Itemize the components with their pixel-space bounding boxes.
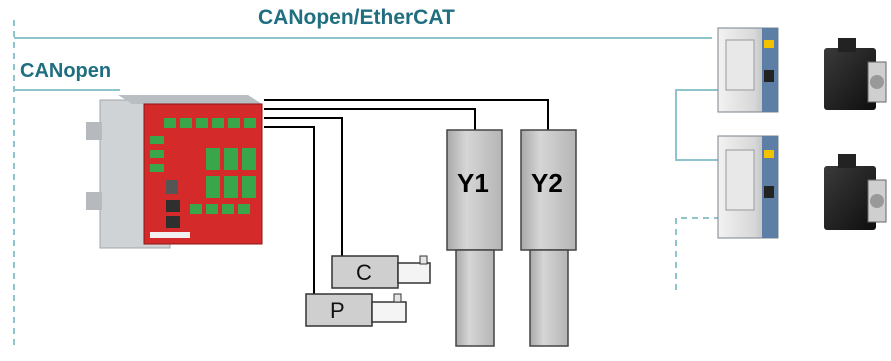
bus-title: CANopen/EtherCAT — [258, 6, 455, 29]
cylinder-y1-rod — [455, 249, 495, 347]
actuator-c-motor — [397, 262, 431, 284]
actuator-p-knob — [393, 293, 402, 303]
cylinder-y2-body — [520, 129, 577, 251]
actuator-p-label: P — [330, 298, 345, 323]
actuator-p-body — [305, 293, 373, 327]
wire-to-y1 — [264, 108, 476, 130]
servo-motor-1 — [824, 38, 887, 110]
servo-motor-2 — [824, 154, 887, 230]
cylinder-y2 — [520, 129, 577, 347]
drive-link-line — [675, 89, 725, 161]
controller-label-strip — [150, 232, 190, 238]
actuator-p-motor — [371, 301, 407, 323]
servo-drive-1 — [717, 27, 779, 113]
controller-port-1 — [166, 180, 178, 194]
drive-extension-line — [675, 217, 720, 295]
controller-mount-left-top — [86, 122, 102, 140]
canopen-title: CANopen — [20, 60, 112, 82]
cylinder-y2-label: Y2 — [531, 168, 563, 198]
controller-port-3 — [166, 216, 180, 228]
cylinder-y1-label: Y1 — [457, 168, 489, 198]
wire-to-p — [264, 126, 315, 294]
signal-wires — [264, 99, 549, 294]
actuator-p — [305, 293, 407, 327]
controller-port-2 — [166, 200, 180, 212]
controller-mount-left-bottom — [86, 192, 102, 210]
cylinder-y1 — [446, 129, 503, 347]
controller-terminals — [150, 118, 256, 214]
actuator-c-knob — [419, 255, 428, 265]
controller-top-face — [118, 95, 262, 104]
cylinder-y1-body — [446, 129, 503, 251]
actuator-c — [331, 255, 431, 289]
servo-drive-2 — [717, 135, 779, 239]
actuator-c-label: C — [356, 260, 372, 285]
cylinder-y2-rod — [529, 249, 569, 347]
bus-lines — [13, 20, 725, 350]
actuator-c-body — [331, 255, 399, 289]
controller-module — [86, 95, 263, 249]
wire-to-c — [264, 117, 343, 256]
wire-to-y2 — [264, 99, 549, 130]
